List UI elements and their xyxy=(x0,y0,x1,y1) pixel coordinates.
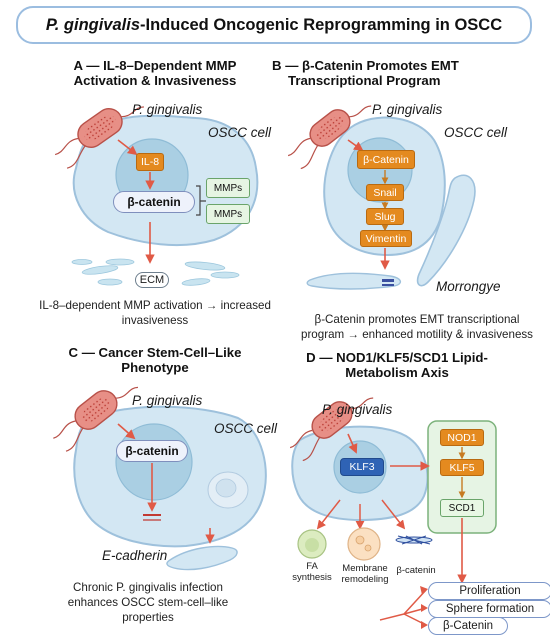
panel-d-membrane-icon xyxy=(347,527,381,561)
panel-a-ecm-fibers xyxy=(71,258,240,286)
panel-d-heading: D — NOD1/KLF5/SCD1 Lipid- Metabolism Axi… xyxy=(282,350,512,380)
panel-a-bacterium-icon xyxy=(54,106,144,169)
panel-a-pathogen-label: P. gingivalis xyxy=(132,102,203,117)
panel-d-fa-line1: FA xyxy=(306,561,318,572)
panel-a-mmp-box-2: MMPs xyxy=(206,204,250,224)
panel-c-caption-line1: Chronic P. gingivalis infection xyxy=(73,581,223,594)
panel-a-arrow-pg-il8 xyxy=(117,139,138,156)
panel-b-slug-box: Slug xyxy=(366,208,404,225)
panel-b-caption-line1: β-Catenin promotes EMT transcriptional xyxy=(314,313,520,326)
panel-b-caption-line2: program → enhanced motility & invasivene… xyxy=(301,328,533,341)
panel-a-beta-catenin-box: β-catenin xyxy=(113,191,195,213)
panel-c-daughter-cell-icon xyxy=(207,471,249,509)
panel-c-heading: C — Cancer Stem-Cell–Like Phenotype xyxy=(40,345,270,375)
panel-d-beta-catenin-label: β-catenin xyxy=(396,565,436,576)
panel-b-heading: B — β-Catenin Promotes EMT Transcription… xyxy=(272,58,486,88)
panel-a-mmp-box-1: MMPs xyxy=(206,178,250,198)
panel-c-pathogen-label: P. gingivalis xyxy=(132,393,203,408)
panel-d-fa-line2: synthesis xyxy=(292,572,332,583)
panel-d-bacterium-icon xyxy=(289,397,374,462)
panel-c-caption: Chronic P. gingivalis infection enhances… xyxy=(28,580,268,625)
panel-b-snail-box: Snail xyxy=(366,184,404,201)
panel-d-fa-label: FA synthesis xyxy=(286,561,338,583)
panel-a-ecm-label: ECM xyxy=(135,272,169,288)
panel-d-fa-synthesis-icon xyxy=(297,529,327,559)
panel-b-cell-label: OSCC cell xyxy=(444,125,508,140)
panel-b-beta-catenin-box: β-Catenin xyxy=(357,150,415,169)
panel-d-membrane-line1: Membrane xyxy=(342,563,388,574)
panel-b-vimentin-box: Vimentin xyxy=(360,230,412,247)
panel-d-nod1-box: NOD1 xyxy=(440,429,484,446)
panel-d-heading-line1: D — NOD1/KLF5/SCD1 Lipid- xyxy=(306,350,488,365)
panel-c-caption-line3: properties xyxy=(122,611,174,624)
panel-a-bracket xyxy=(196,185,206,216)
panel-a-heading: A — IL-8–Dependent MMP Activation & Inva… xyxy=(40,58,270,88)
panel-d-pathogen-label: P. gingivalis xyxy=(322,402,393,417)
panel-b-bacterium-icon xyxy=(287,105,372,170)
panel-d-membrane-label: Membrane remodeling xyxy=(334,563,396,585)
panel-a-heading-line2: Activation & Invasiveness xyxy=(73,73,237,88)
panel-b-heading-line1: B — β-Catenin Promotes EMT xyxy=(272,58,459,73)
panel-c-beta-catenin-box: β-catenin xyxy=(116,440,188,462)
panel-c-nucleus xyxy=(115,423,193,501)
panel-a-caption-line2: invasiveness xyxy=(121,314,189,327)
panel-c-heading-line1: C — Cancer Stem-Cell–Like xyxy=(68,345,242,360)
panel-d-klf5-box: KLF5 xyxy=(440,459,484,476)
panel-a-il8-box: IL-8 xyxy=(136,153,164,171)
panel-d-arrow-pg-klf3 xyxy=(347,433,358,454)
panel-c-bacterium-icon xyxy=(53,386,139,452)
outcome-beta-catenin: β-Catenin xyxy=(428,617,508,635)
panel-a-cell-label: OSCC cell xyxy=(208,125,272,140)
panel-d-heading-line2: Metabolism Axis xyxy=(345,365,449,380)
outcome-sphere-formation: Sphere formation xyxy=(428,600,550,618)
title-italic: P. gingivalis xyxy=(45,15,141,34)
panel-d-scd1-box: SCD1 xyxy=(440,499,484,517)
panel-d-membrane-line2: remodeling xyxy=(341,574,389,585)
panel-d-beta-catenin-icon xyxy=(395,535,433,545)
panel-b-arrow-pg-bcat xyxy=(347,139,364,152)
panel-d-klf3-box: KLF3 xyxy=(340,458,384,476)
panel-b-caption: β-Catenin promotes EMT transcriptional p… xyxy=(282,312,550,342)
panel-c-caption-line2: enhances OSCC stem-cell–like xyxy=(67,596,229,609)
panel-a-caption: IL-8–dependent MMP activation → increase… xyxy=(0,298,310,328)
figure-title: P. gingivalis-Induced Oncogenic Reprogra… xyxy=(16,6,532,44)
panel-b-morph-label: Morrongye xyxy=(436,279,501,294)
title-rest: -Induced Oncogenic Reprogramming in OSCC xyxy=(140,15,503,34)
panel-c-heading-line2: Phenotype xyxy=(121,360,189,375)
panel-a-caption-line1: IL-8–dependent MMP activation → increase… xyxy=(39,299,271,312)
panel-d-arrow-to-fa xyxy=(316,499,341,530)
panel-c-mesenchymal-cell xyxy=(166,545,238,571)
panel-b-elongated-cell xyxy=(416,174,476,287)
panel-c-arrow-pg-bcat xyxy=(117,423,136,440)
panel-d-arrow-to-bcat xyxy=(381,499,406,530)
outcome-proliferation: Proliferation xyxy=(428,582,550,600)
panel-b-heading-line2: Transcriptional Program xyxy=(288,73,441,88)
panel-b-pathogen-label: P. gingivalis xyxy=(372,102,443,117)
panel-c-cell-label: OSCC cell xyxy=(214,421,278,436)
panel-b-migrating-marker xyxy=(382,279,394,282)
panel-a-heading-line1: A — IL-8–Dependent MMP xyxy=(73,58,237,73)
panel-c-ecadherin-label: E-cadherin xyxy=(102,548,168,563)
